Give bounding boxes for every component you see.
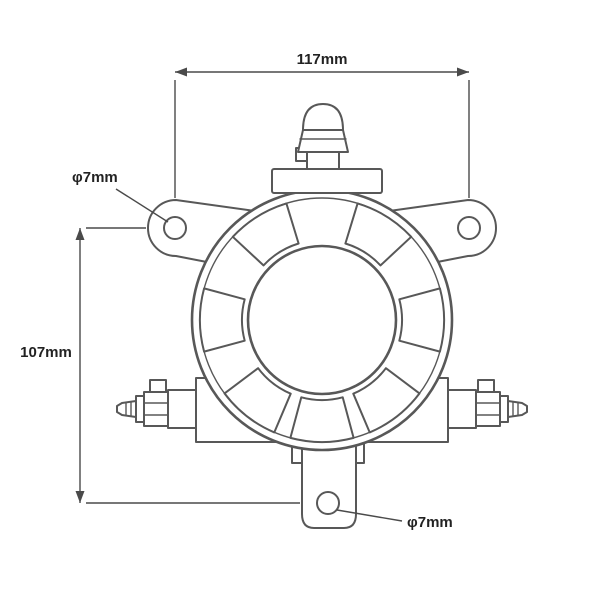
arrowhead-right	[457, 67, 469, 77]
mounting-hole-right	[457, 216, 481, 240]
top-plate	[271, 168, 383, 194]
height-dimension-label: 107mm	[20, 344, 72, 361]
hole-bottom-label: φ7mm	[407, 514, 453, 531]
gland-cap	[302, 103, 344, 131]
cable-gland-assembly	[271, 103, 383, 194]
hole-top-label: φ7mm	[72, 169, 118, 186]
arrowhead-left	[175, 67, 187, 77]
arrowhead-bottom	[75, 491, 85, 503]
dimension-width: 117mm	[174, 51, 470, 198]
lens-window	[246, 244, 398, 396]
leader-line	[336, 509, 403, 522]
dimension-height: 107mm	[20, 227, 300, 504]
cover-ribs	[199, 202, 445, 443]
callout-hole-bottom: φ7mm	[336, 509, 453, 531]
gland-body	[297, 129, 349, 153]
width-dimension-label: 117mm	[297, 51, 348, 68]
arrowhead-top	[75, 228, 85, 240]
mounting-hole-left	[163, 216, 187, 240]
leader-line	[115, 188, 169, 223]
gland-neck	[306, 151, 340, 170]
housing-front	[190, 188, 454, 452]
callout-hole-top-left: φ7mm	[72, 169, 169, 223]
mounting-hole-bottom	[316, 491, 340, 515]
